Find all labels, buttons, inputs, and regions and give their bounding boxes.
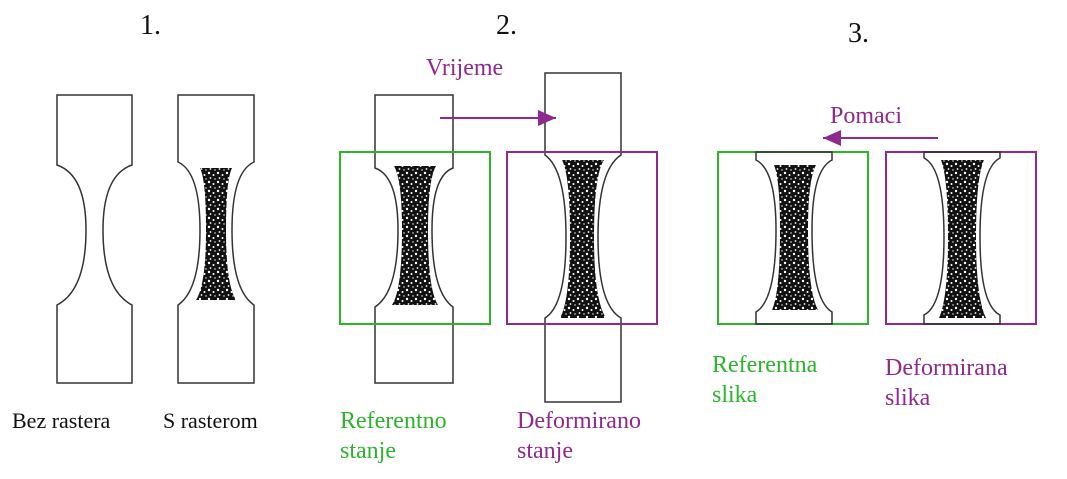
reference-specimen (374, 94, 454, 384)
speckle-pattern-5 (939, 160, 986, 318)
displacement-arrow-label: Pomaci (830, 103, 902, 129)
panel-3-number: 3. (848, 18, 869, 49)
caption-without-pattern: Bez rastera (12, 408, 111, 433)
caption-deformed-state: Deformirano stanje (517, 408, 641, 464)
caption-with-pattern: S rasterom (163, 408, 258, 433)
panel-2-number: 2. (496, 10, 517, 41)
caption-reference-image: Referentna slika (712, 352, 818, 408)
speckle-pattern-1 (196, 168, 236, 300)
deformed-specimen (544, 72, 622, 403)
panel-1-number: 1. (140, 10, 161, 41)
deformed-image-specimen (923, 151, 1001, 325)
speckle-pattern-2 (392, 166, 438, 305)
speckle-pattern-3 (560, 160, 606, 318)
specimen-without-pattern (56, 94, 133, 384)
time-arrow-label: Vrijeme (426, 55, 504, 81)
speckle-pattern-4 (772, 165, 818, 310)
caption-deformed-image: Deformirana slika (885, 355, 1008, 411)
reference-frame-green (339, 151, 491, 325)
specimen-with-pattern-outline (177, 94, 255, 384)
caption-reference-state: Referentno stanje (340, 408, 447, 464)
deformed-frame-purple (506, 151, 658, 325)
reference-image-specimen (755, 151, 833, 325)
